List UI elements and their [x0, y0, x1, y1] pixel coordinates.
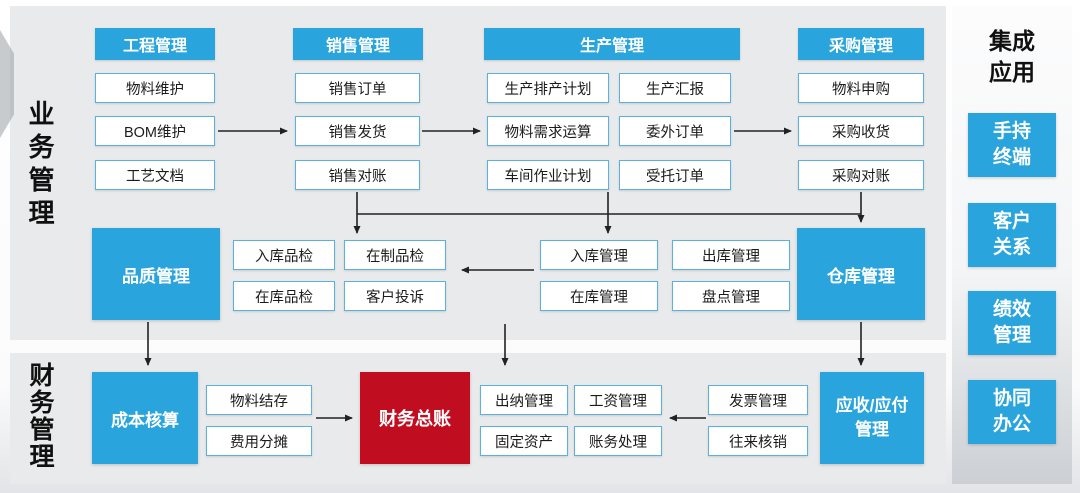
corner-decoration — [0, 30, 14, 138]
integration-title: 集成应用 — [952, 26, 1072, 88]
item-purchase-receiving: 采购收货 — [798, 116, 924, 146]
group-header-purchasing: 采购管理 — [798, 28, 924, 60]
item-in-process-inspection: 在制品检 — [344, 240, 446, 270]
item-fixed-assets: 固定资产 — [480, 426, 568, 456]
item-material-requisition: 物料申购 — [798, 73, 924, 103]
item-inbound-management: 入库管理 — [540, 240, 658, 270]
item-sales-reconciliation: 销售对账 — [295, 160, 420, 190]
item-payroll-management: 工资管理 — [574, 385, 662, 415]
sidebar-item-collaborative-office: 协同办公 — [968, 380, 1056, 444]
item-expense-allocation: 费用分摊 — [206, 426, 312, 456]
item-in-stock-inspection: 在库品检 — [233, 281, 335, 311]
item-incoming-inspection: 入库品检 — [233, 240, 335, 270]
ar-ap-management-block: 应收/应付管理 — [820, 372, 924, 464]
item-outbound-management: 出库管理 — [672, 240, 790, 270]
item-outsourcing-order: 委外订单 — [619, 116, 731, 146]
warehouse-management-block: 仓库管理 — [797, 228, 925, 320]
item-material-balance: 物料结存 — [206, 385, 312, 415]
business-section-label: 业务管理 — [25, 100, 55, 232]
item-sales-order: 销售订单 — [295, 73, 420, 103]
item-stock-management: 在库管理 — [540, 281, 658, 311]
item-bom-maintenance: BOM维护 — [95, 116, 215, 146]
item-workshop-plan: 车间作业计划 — [487, 160, 609, 190]
item-sales-delivery: 销售发货 — [295, 116, 420, 146]
item-material-maintenance: 物料维护 — [95, 73, 215, 103]
sidebar-item-handheld-terminal: 手持终端 — [968, 113, 1056, 177]
group-header-production: 生产管理 — [484, 28, 740, 60]
group-header-sales: 销售管理 — [293, 28, 423, 60]
ar-ap-management-label: 应收/应付管理 — [835, 396, 909, 439]
cost-accounting-block: 成本核算 — [92, 372, 198, 464]
performance-management-label: 绩效管理 — [993, 299, 1032, 346]
customer-relationship-label: 客户关系 — [993, 211, 1032, 258]
quality-management-block: 品质管理 — [92, 228, 220, 320]
item-mrp-calculation: 物料需求运算 — [487, 116, 609, 146]
group-header-engineering: 工程管理 — [95, 28, 215, 60]
item-production-report: 生产汇报 — [619, 73, 731, 103]
sidebar-item-performance-management: 绩效管理 — [968, 291, 1056, 355]
item-stocktaking-management: 盘点管理 — [672, 281, 790, 311]
integration-title-text: 集成应用 — [989, 28, 1035, 86]
finance-section-label: 财务管理 — [26, 362, 54, 470]
item-process-documents: 工艺文档 — [95, 160, 215, 190]
general-ledger-block: 财务总账 — [360, 372, 470, 464]
item-purchase-reconciliation: 采购对账 — [798, 160, 924, 190]
item-production-scheduling: 生产排产计划 — [487, 73, 609, 103]
item-consignment-order: 受托订单 — [619, 160, 731, 190]
item-transaction-writeoff: 往来核销 — [708, 426, 808, 456]
item-cashier-management: 出纳管理 — [480, 385, 568, 415]
item-accounting-processing: 账务处理 — [574, 426, 662, 456]
collaborative-office-label: 协同办公 — [993, 388, 1032, 435]
handheld-terminal-label: 手持终端 — [993, 121, 1032, 168]
item-invoice-management: 发票管理 — [708, 385, 808, 415]
item-customer-complaint: 客户投诉 — [344, 281, 446, 311]
sidebar-item-customer-relationship: 客户关系 — [968, 203, 1056, 267]
